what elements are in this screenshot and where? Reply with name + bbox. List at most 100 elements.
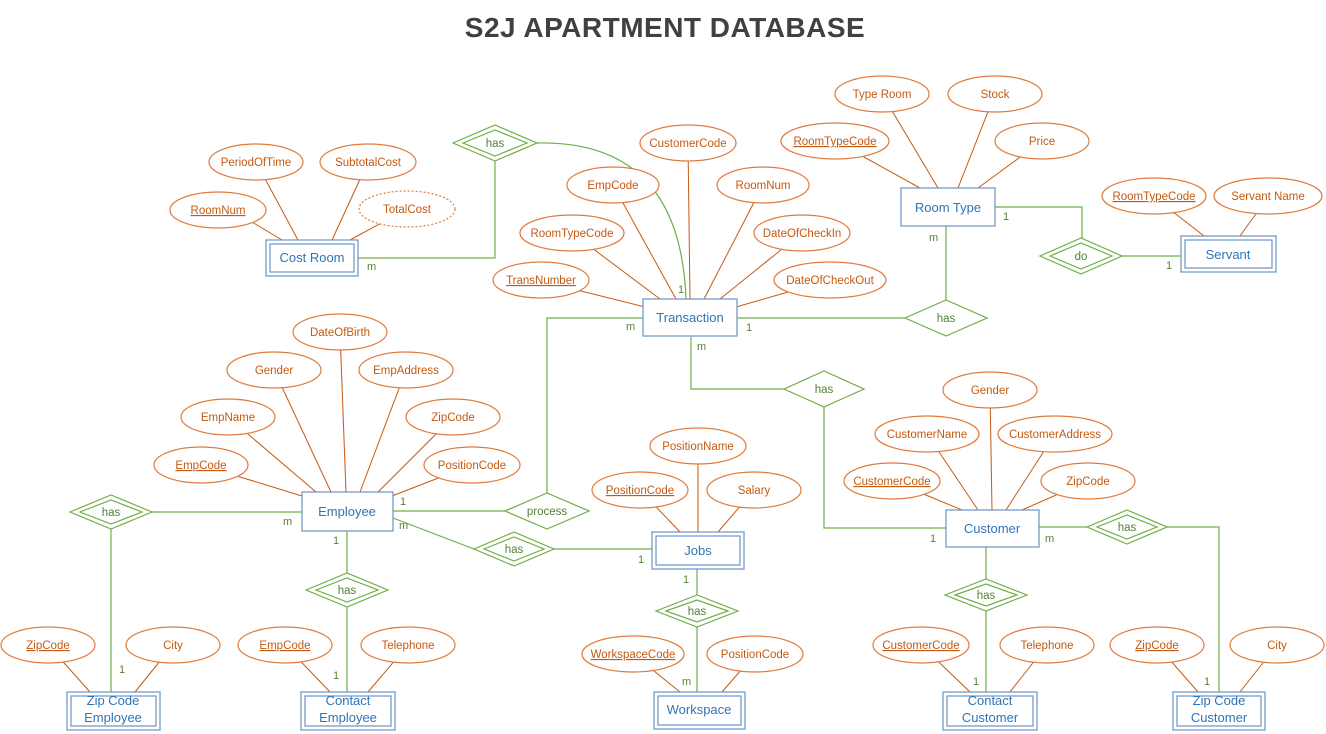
attribute-label: Salary	[738, 485, 771, 497]
relationship-jobs-workspace[interactable]: has	[654, 594, 740, 628]
cardinality-label: 1	[400, 496, 406, 508]
attribute-customer-gender[interactable]: Gender	[942, 371, 1038, 409]
relationship-customer-contact[interactable]: has	[943, 578, 1029, 612]
attribute-label: RoomTypeCode	[793, 136, 876, 148]
entity-jobs[interactable]: Jobs	[651, 531, 745, 570]
attribute-roomtypecode[interactable]: RoomTypeCode	[519, 214, 625, 252]
attribute-contactemp-empcode-key[interactable]: EmpCode	[237, 626, 333, 664]
relationship-employee-zipcode[interactable]: has	[68, 494, 154, 530]
attribute-empcode-key[interactable]: EmpCode	[153, 446, 249, 484]
entity-room-type[interactable]: Room Type	[900, 187, 996, 227]
cardinality-label: 1	[973, 676, 979, 688]
attribute-positionname[interactable]: PositionName	[649, 427, 747, 465]
relationship-roomtype-servant[interactable]: do	[1038, 237, 1124, 275]
attribute-transnumber-key[interactable]: TransNumber	[492, 261, 590, 299]
attribute-customer-zipcode[interactable]: ZipCode	[1040, 462, 1136, 500]
attribute-label: ZipCode	[26, 640, 69, 652]
entity-contact-customer[interactable]: Contact Customer	[942, 691, 1038, 731]
attribute-label: TotalCost	[383, 204, 432, 216]
attribute-label: RoomTypeCode	[1112, 191, 1195, 203]
attribute-totalcost-derived[interactable]: TotalCost	[358, 190, 456, 228]
attribute-label: PositionName	[662, 441, 734, 453]
diagram-title: S2J APARTMENT DATABASE	[464, 12, 866, 43]
entity-label: Employee	[318, 504, 376, 519]
relationship-process[interactable]: process	[503, 492, 591, 530]
entity-customer[interactable]: Customer	[945, 509, 1040, 548]
attribute-positioncode-key[interactable]: PositionCode	[591, 471, 689, 509]
attribute-periodoftime[interactable]: PeriodOfTime	[208, 143, 304, 181]
relationship-label: has	[815, 384, 834, 396]
cardinality-label: 1	[1166, 260, 1172, 272]
attribute-zipemp-zipcode-key[interactable]: ZipCode	[0, 626, 96, 664]
entity-employee[interactable]: Employee	[301, 491, 394, 532]
entity-label-line1: Zip Code	[87, 693, 140, 708]
attribute-dateofbirth[interactable]: DateOfBirth	[292, 313, 388, 351]
attribute-empcode[interactable]: EmpCode	[566, 166, 660, 204]
cardinality-labels: m 1 m 1 m 1 m 1 1 m m 1 1 1 m 1 1 1 m 1 …	[119, 211, 1210, 688]
relationship-label: has	[505, 544, 524, 556]
attribute-zipcust-zipcode-key[interactable]: ZipCode	[1109, 626, 1205, 664]
attribute-customercode-key[interactable]: CustomerCode	[843, 462, 941, 500]
attribute-workspacecode-key[interactable]: WorkspaceCode	[581, 635, 685, 673]
attribute-salary[interactable]: Salary	[706, 471, 802, 509]
attribute-typeroom[interactable]: Type Room	[834, 75, 930, 113]
attribute-customername[interactable]: CustomerName	[874, 415, 980, 453]
attribute-contactcust-telephone[interactable]: Telephone	[999, 626, 1095, 664]
entity-label-line1: Contact	[326, 693, 371, 708]
attribute-customercode[interactable]: CustomerCode	[639, 124, 737, 162]
attribute-servant-roomtypecode-key[interactable]: RoomTypeCode	[1101, 177, 1207, 215]
relationship-label: has	[1118, 522, 1137, 534]
entity-zip-code-customer[interactable]: Zip Code Customer	[1172, 691, 1266, 731]
entity-label: Servant	[1206, 247, 1251, 262]
attribute-subtotalcost[interactable]: SubtotalCost	[319, 143, 417, 181]
relationship-customer-zipcode[interactable]: has	[1085, 509, 1169, 545]
relationship-employee-jobs[interactable]: has	[472, 531, 556, 567]
attribute-price[interactable]: Price	[994, 122, 1090, 160]
attribute-zipcust-city[interactable]: City	[1229, 626, 1325, 664]
entity-transaction[interactable]: Transaction	[642, 298, 738, 337]
attribute-customeraddress[interactable]: CustomerAddress	[997, 415, 1113, 453]
attribute-empname[interactable]: EmpName	[180, 398, 276, 436]
attribute-label: Gender	[971, 385, 1010, 397]
cardinality-label: 1	[746, 322, 752, 334]
cardinality-label: m	[367, 261, 376, 273]
relationship-label: has	[688, 606, 707, 618]
attribute-zipcode[interactable]: ZipCode	[405, 398, 501, 436]
entity-contact-employee[interactable]: Contact Employee	[300, 691, 396, 731]
cardinality-label: 1	[119, 664, 125, 676]
relationship-transaction-roomtype[interactable]: has	[903, 299, 989, 337]
attribute-dateofcheckin[interactable]: DateOfCheckIn	[753, 214, 851, 252]
entity-label-line1: Zip Code	[1193, 693, 1246, 708]
entity-zip-code-employee[interactable]: Zip Code Employee	[66, 691, 161, 731]
attribute-label: Price	[1029, 136, 1055, 148]
attribute-stock[interactable]: Stock	[947, 75, 1043, 113]
attribute-servantname[interactable]: Servant Name	[1213, 177, 1323, 215]
attribute-roomnum-key[interactable]: RoomNum	[169, 191, 267, 229]
relationship-employee-contact[interactable]: has	[304, 572, 390, 608]
attribute-contactcust-customercode-key[interactable]: CustomerCode	[872, 626, 970, 664]
entity-label-line2: Employee	[84, 710, 142, 725]
attribute-dateofcheckout[interactable]: DateOfCheckOut	[773, 261, 887, 299]
relationship-label: do	[1075, 251, 1088, 263]
attribute-label: CustomerCode	[853, 476, 930, 488]
entity-label: Transaction	[656, 310, 723, 325]
attribute-roomtypecode-key[interactable]: RoomTypeCode	[780, 122, 890, 160]
attribute-workspace-positioncode[interactable]: PositionCode	[706, 635, 804, 673]
attribute-gender[interactable]: Gender	[226, 351, 322, 389]
attribute-label: Type Room	[853, 89, 912, 101]
attribute-empaddress[interactable]: EmpAddress	[358, 351, 454, 389]
attribute-label: ZipCode	[1135, 640, 1178, 652]
cardinality-label: 1	[638, 554, 644, 566]
attribute-positioncode[interactable]: PositionCode	[423, 446, 521, 484]
attribute-contactemp-telephone[interactable]: Telephone	[360, 626, 456, 664]
attribute-label: EmpCode	[259, 640, 310, 652]
attribute-label: EmpCode	[175, 460, 226, 472]
relationship-costroom-transaction[interactable]: has	[451, 124, 539, 162]
relationship-transaction-customer[interactable]: has	[782, 370, 866, 408]
attribute-zipemp-city[interactable]: City	[125, 626, 221, 664]
entity-servant[interactable]: Servant	[1180, 235, 1277, 273]
entity-workspace[interactable]: Workspace	[653, 691, 746, 730]
attribute-roomnum[interactable]: RoomNum	[716, 166, 810, 204]
entity-cost-room[interactable]: Cost Room	[265, 239, 359, 277]
